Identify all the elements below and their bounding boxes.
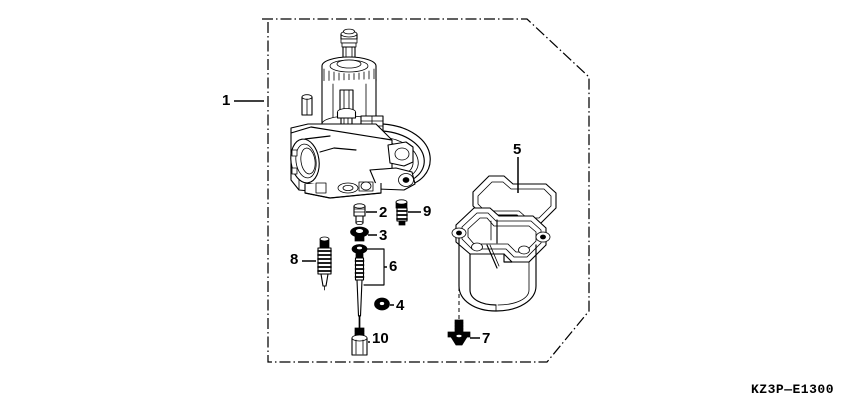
callout-1[interactable]: 1 (222, 92, 231, 109)
callout-10[interactable]: 10 (372, 330, 389, 347)
callout-9[interactable]: 9 (423, 203, 432, 220)
callout-leader-lines (234, 100, 519, 343)
choke-post (301, 94, 313, 116)
float-chamber-screw (447, 238, 471, 346)
callout-8[interactable]: 8 (290, 251, 299, 268)
callout-6[interactable]: 6 (389, 258, 398, 275)
o-ring (374, 297, 390, 311)
callout-7[interactable]: 7 (482, 330, 491, 347)
intake-bore (290, 135, 331, 188)
callout-3[interactable]: 3 (379, 227, 388, 244)
drain-plug (351, 327, 368, 356)
air-screw (395, 199, 408, 226)
part-code-label: KZ3P—E1300 (750, 382, 834, 397)
callout-5[interactable]: 5 (513, 141, 522, 158)
callout-4[interactable]: 4 (396, 297, 405, 314)
callout-2[interactable]: 2 (379, 204, 388, 221)
float-chamber-bowl (451, 207, 551, 312)
carburetor-body-assembly (290, 28, 431, 199)
pilot-screw (317, 236, 332, 291)
assembly-boundary (262, 18, 590, 363)
jet-needle-set (351, 244, 385, 331)
top-set-screw (353, 203, 366, 225)
body-bottom-flange (304, 181, 382, 199)
needle-jet-holder (350, 226, 369, 242)
